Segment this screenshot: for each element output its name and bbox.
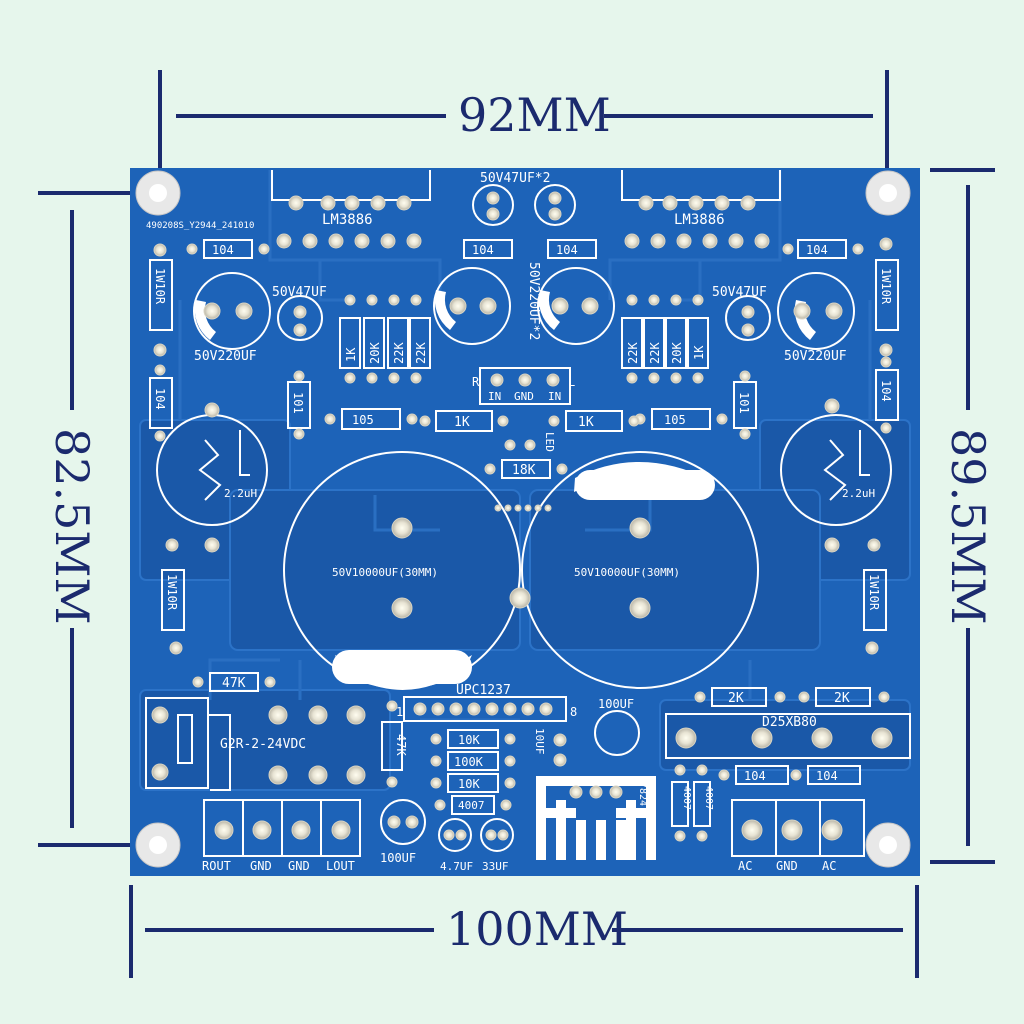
regulator-label: 7824 xyxy=(637,782,648,806)
r1k-label-1: 1K xyxy=(344,347,358,362)
input-l-label: L xyxy=(568,375,575,389)
dimension-bottom: 100MM xyxy=(446,902,629,956)
cap-47-left-label: 50V47UF xyxy=(272,285,327,300)
c104-label-8: 104 xyxy=(816,769,838,783)
c101-label-2: 101 xyxy=(737,392,751,414)
diode-label-2: 4007 xyxy=(681,786,692,810)
input-in-right: IN xyxy=(548,390,561,403)
silkscreen xyxy=(145,170,911,857)
pin8-label: 8 xyxy=(570,705,577,719)
r18k-label: 18K xyxy=(512,463,536,478)
inductor-label-1: 2.2uH xyxy=(224,487,257,500)
r1k-label-4: 1K xyxy=(578,415,594,430)
c104-label-7: 104 xyxy=(744,769,766,783)
relay-label: G2R-2-24VDC xyxy=(220,737,306,752)
c104-label-2: 104 xyxy=(472,243,494,257)
inductor-label-2: 2.2uH xyxy=(842,487,875,500)
c104-label-3: 104 xyxy=(556,243,578,257)
ic-right-label: LM3886 xyxy=(674,212,725,228)
out-label-lout: LOUT xyxy=(326,859,355,873)
mounting-holes xyxy=(135,170,911,868)
r22k-label-1: 22K xyxy=(392,342,406,364)
cap-220-center-label: 50V220UF*2 xyxy=(526,262,541,340)
r20k-label-1: 20K xyxy=(368,342,382,364)
cap-10uf-label: 10UF xyxy=(533,728,546,755)
input-r-label: R xyxy=(472,375,480,389)
ac-label-gnd: GND xyxy=(776,859,798,873)
ic-left-label: LM3886 xyxy=(322,212,373,228)
r22k-label-3: 22K xyxy=(626,342,640,364)
r1w-label-4: 1W10R xyxy=(867,574,881,611)
heatsink-silk xyxy=(536,776,656,860)
r2k-label-1: 2K xyxy=(728,691,744,706)
cap-220-left-label: 50V220UF xyxy=(194,349,257,364)
c105-label-1: 105 xyxy=(352,413,374,427)
cap-47-right-label: 50V47UF xyxy=(712,285,767,300)
r1k-label-3: 1K xyxy=(454,415,470,430)
r1w-label-2: 1W10R xyxy=(879,268,893,305)
upc-label: UPC1237 xyxy=(456,683,511,698)
diode-label-3: 4007 xyxy=(703,786,714,810)
r100k-label: 100K xyxy=(454,755,484,769)
board-code-label: 490208S_Y2944_241010 xyxy=(146,221,254,231)
r20k-label-2: 20K xyxy=(670,342,684,364)
cap-33uf-label: 33UF xyxy=(482,860,509,873)
cap-100uf-label-1: 100UF xyxy=(598,697,634,711)
cap-100uf-label-2: 100UF xyxy=(380,851,416,865)
out-label-gnd-1: GND xyxy=(250,859,272,873)
r47k-label-2: 47K xyxy=(394,734,408,756)
c101-label-1: 101 xyxy=(291,392,305,414)
r1w-label-3: 1W10R xyxy=(165,574,179,611)
ac-label-2: AC xyxy=(822,859,836,873)
cap-4-7uf-label: 4.7UF xyxy=(440,860,473,873)
r22k-label-2: 22K xyxy=(414,342,428,364)
r10k-label-2: 10K xyxy=(458,777,480,791)
r2k-label-2: 2K xyxy=(834,691,850,706)
r47k-label: 47K xyxy=(222,676,246,691)
dimension-top: 92MM xyxy=(458,88,611,142)
pads xyxy=(151,191,893,842)
c105-label-2: 105 xyxy=(664,413,686,427)
led-label: LED xyxy=(543,432,556,452)
input-in-left: IN xyxy=(488,390,501,403)
cap-220-right-label: 50V220UF xyxy=(784,349,847,364)
c104-label-5: 104 xyxy=(153,388,167,410)
r22k-label-4: 22K xyxy=(648,342,662,364)
out-label-gnd-2: GND xyxy=(288,859,310,873)
r10k-label-1: 10K xyxy=(458,733,480,747)
big-cap-label-2: 50V10000UF(30MM) xyxy=(574,566,680,579)
polarity-marks xyxy=(194,290,816,690)
bridge-label: D25XB80 xyxy=(762,715,817,730)
c104-label-6: 104 xyxy=(879,380,893,402)
c104-label-1: 104 xyxy=(212,243,234,257)
ac-label-1: AC xyxy=(738,859,752,873)
r1w-label-1: 1W10R xyxy=(153,268,167,305)
out-label-rout: ROUT xyxy=(202,859,231,873)
diode-label-1: 4007 xyxy=(458,799,485,812)
pin1-label: 1 xyxy=(396,705,403,719)
c104-label-4: 104 xyxy=(806,243,828,257)
cap-47-top-label: 50V47UF*2 xyxy=(480,171,550,186)
input-gnd: GND xyxy=(514,390,534,403)
r1k-label-2: 1K xyxy=(692,345,706,360)
big-cap-label-1: 50V10000UF(30MM) xyxy=(332,566,438,579)
